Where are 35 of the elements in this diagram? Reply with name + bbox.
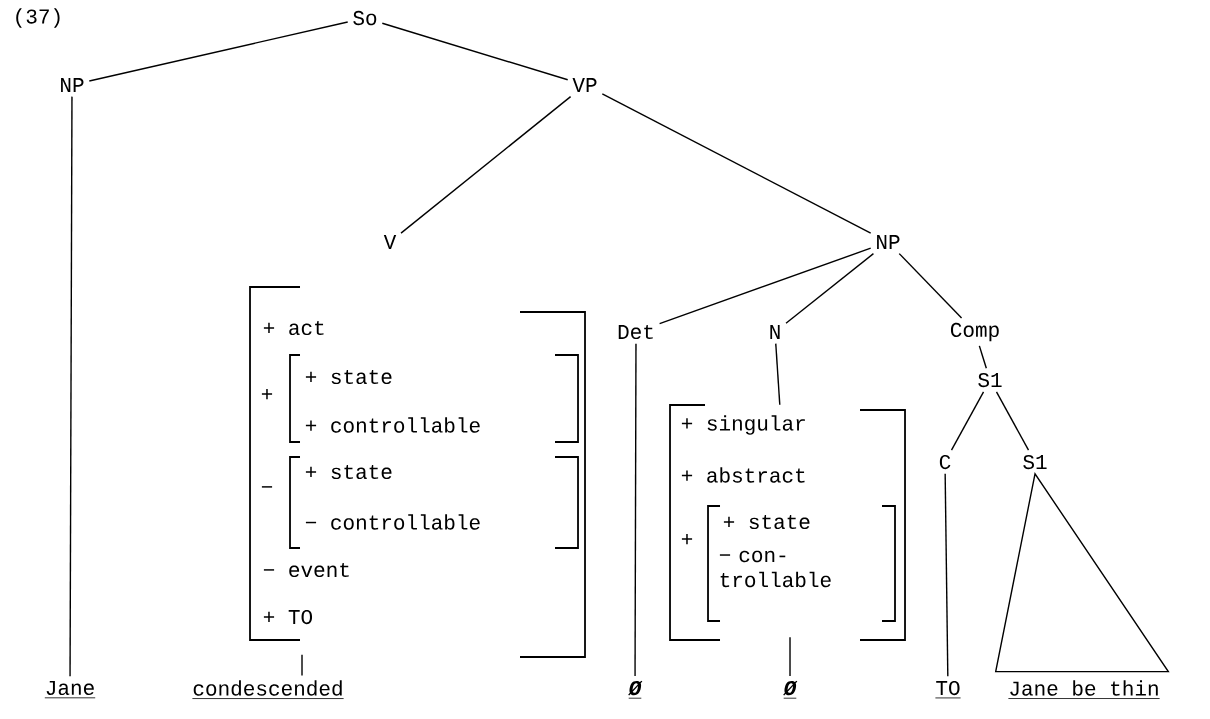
category-label: Comp	[950, 322, 999, 342]
branch-line	[995, 391, 1030, 451]
leaf-word: TO	[935, 680, 961, 699]
branch-line	[69, 95, 73, 677]
branch-line	[944, 473, 949, 677]
category-label: NP	[61, 78, 84, 92]
branch-line	[88, 21, 349, 82]
feature-matrix: + state − controllable	[289, 456, 579, 549]
leaf-word: Jane	[44, 681, 96, 699]
leaf-word: condescended	[192, 680, 344, 699]
branch-line	[789, 636, 791, 677]
category-label: V	[383, 235, 397, 249]
category-label: VP	[572, 78, 597, 92]
category-label: NP	[877, 235, 900, 249]
category-label: N	[770, 325, 780, 339]
branch-line	[400, 95, 572, 234]
branch-line	[898, 252, 963, 319]
category-label: S1	[1023, 454, 1047, 470]
branch-line	[978, 345, 987, 369]
branch-line	[301, 654, 303, 677]
feature-matrix: + state + controllable	[289, 354, 579, 443]
leaf-word: Jane be thin	[1008, 680, 1160, 699]
branch-line	[950, 391, 985, 451]
example-number: (37)	[16, 8, 60, 28]
category-label: S1	[978, 372, 1002, 388]
branch-line	[601, 93, 872, 234]
category-label: Det	[618, 324, 653, 340]
category-label: So	[353, 10, 377, 26]
branch-line	[785, 252, 875, 324]
branch-line	[658, 247, 872, 325]
feature-matrix: + state − con- trollable	[707, 505, 896, 622]
branch-line	[775, 342, 781, 406]
branch-line	[634, 343, 637, 677]
category-label: C	[939, 454, 951, 470]
branch-line	[381, 22, 569, 81]
